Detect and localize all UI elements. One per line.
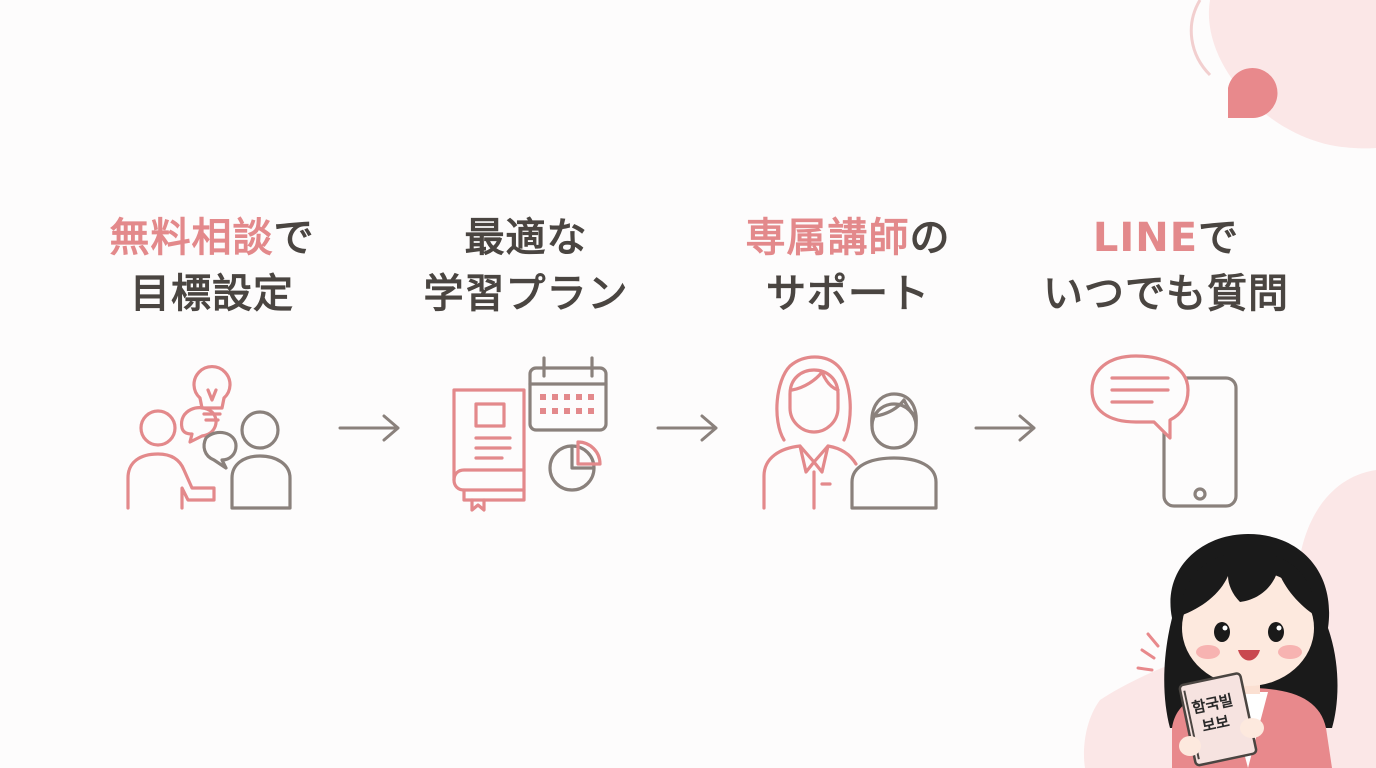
step-2-title: 最適な 学習プラン (423, 215, 629, 317)
step-4-title: LINEで いつでも質問 (1043, 215, 1289, 317)
consultation-icon (126, 365, 292, 510)
arrow-right-icon (656, 414, 718, 442)
step-3: 専属講師の サポート (698, 210, 998, 322)
step-4: LINEで いつでも質問 (1016, 210, 1316, 322)
step-1: 無料相談で 目標設定 (62, 210, 362, 322)
step-3-title: 専属講師の サポート (745, 215, 951, 317)
tutor-icon (762, 355, 938, 510)
pin-shape (1228, 68, 1278, 118)
arrow-right-icon (338, 414, 400, 442)
step-1-title: 無料相談で 目標設定 (109, 215, 315, 317)
line-chat-icon (1090, 354, 1238, 508)
arrow-right-icon (974, 414, 1036, 442)
step-2: 最適な 学習プラン (376, 210, 676, 322)
study-plan-icon (452, 356, 608, 512)
book-label-line2: 보보 (1200, 712, 1231, 735)
girl-character-illustration: 함국빌 보보 (1136, 534, 1338, 768)
